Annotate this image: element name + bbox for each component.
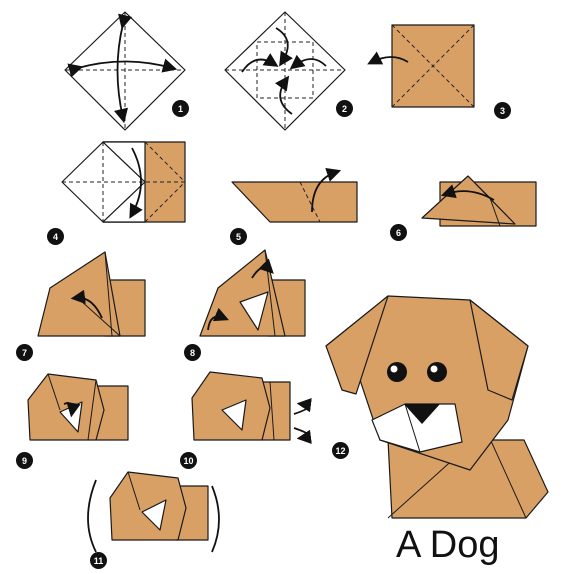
step-6-figure xyxy=(421,175,537,227)
step-2-figure xyxy=(224,11,346,131)
step-11-figure xyxy=(87,471,220,553)
step-7-figure xyxy=(37,251,146,337)
step-8-figure xyxy=(199,249,306,337)
step-3-figure xyxy=(367,24,475,108)
step-number-10: 10 xyxy=(180,452,197,469)
step-9-figure xyxy=(27,373,129,441)
step-12-dog xyxy=(325,295,549,519)
step-number-5: 5 xyxy=(230,228,247,245)
dog-eye-left xyxy=(387,362,407,382)
step-number-9: 9 xyxy=(16,452,33,469)
step-5-figure xyxy=(231,168,358,223)
step-number-8: 8 xyxy=(184,344,201,361)
step-4-figure xyxy=(61,141,186,223)
step-number-1: 1 xyxy=(172,100,189,117)
step-number-7: 7 xyxy=(16,344,33,361)
step-number-2: 2 xyxy=(336,100,353,117)
step-10-figure xyxy=(191,371,312,445)
dog-eye-right xyxy=(427,362,447,382)
step-number-4: 4 xyxy=(47,228,64,245)
step-number-11: 11 xyxy=(90,552,107,569)
dog-nose xyxy=(404,404,440,424)
step-number-3: 3 xyxy=(494,102,511,119)
step-number-6: 6 xyxy=(390,224,407,241)
diagram-title: A Dog xyxy=(396,524,500,566)
step-1-figure xyxy=(64,11,186,131)
step-number-12: 12 xyxy=(332,442,349,459)
